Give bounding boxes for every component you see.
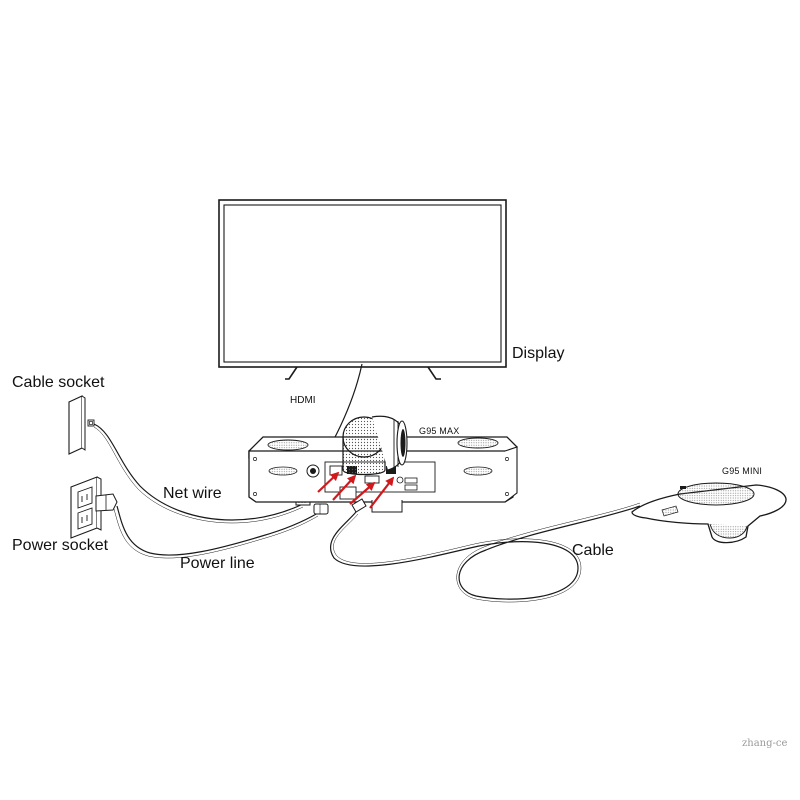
net-wire-inner: [93, 426, 304, 524]
power-line-label: Power line: [180, 555, 255, 572]
mini-button: [680, 486, 686, 489]
g95-mini-label: G95 MINI: [722, 466, 763, 476]
cable-label: Cable: [572, 542, 614, 559]
hdmi-label: HDMI: [290, 395, 316, 406]
arrow-power: [332, 474, 357, 501]
cable-port: [386, 466, 396, 474]
hdmi-cable: [332, 363, 363, 442]
mini-cable-plug: [351, 498, 367, 513]
g95-max-camera: [342, 415, 408, 476]
mini-cable: [329, 505, 641, 600]
g95-mini-device: [631, 482, 787, 544]
display-left-foot: [285, 366, 298, 380]
watermark: zhang-ce: [742, 738, 788, 749]
right-speaker-grille: [457, 437, 499, 449]
usb-port-1: [404, 477, 418, 484]
power-line-inner: [113, 508, 319, 559]
arrow-net: [317, 471, 340, 493]
usb-port-2: [404, 484, 418, 491]
connection-arrows: [317, 471, 395, 509]
net-wire-label: Net wire: [163, 485, 222, 502]
left-speaker-grille: [267, 439, 309, 451]
power-socket: [70, 476, 118, 539]
arrow-hdmi: [349, 481, 376, 505]
display-tv: [218, 199, 507, 380]
mini-top-grille: [677, 482, 755, 506]
hdmi-port: [364, 475, 380, 484]
net-wire: [93, 423, 304, 521]
g95-max-label: G95 MAX: [419, 426, 460, 436]
display-label: Display: [512, 345, 565, 362]
arrow-cable: [369, 476, 395, 509]
cable-socket: [68, 395, 95, 455]
power-socket-label: Power socket: [12, 537, 109, 554]
power-line-plug: [313, 503, 329, 515]
cable-socket-label: Cable socket: [12, 374, 105, 391]
right-speaker-front: [463, 466, 493, 476]
display-right-foot: [427, 366, 441, 380]
power-line: [116, 505, 319, 556]
display-screen: [223, 204, 502, 363]
left-speaker-front: [268, 466, 298, 476]
